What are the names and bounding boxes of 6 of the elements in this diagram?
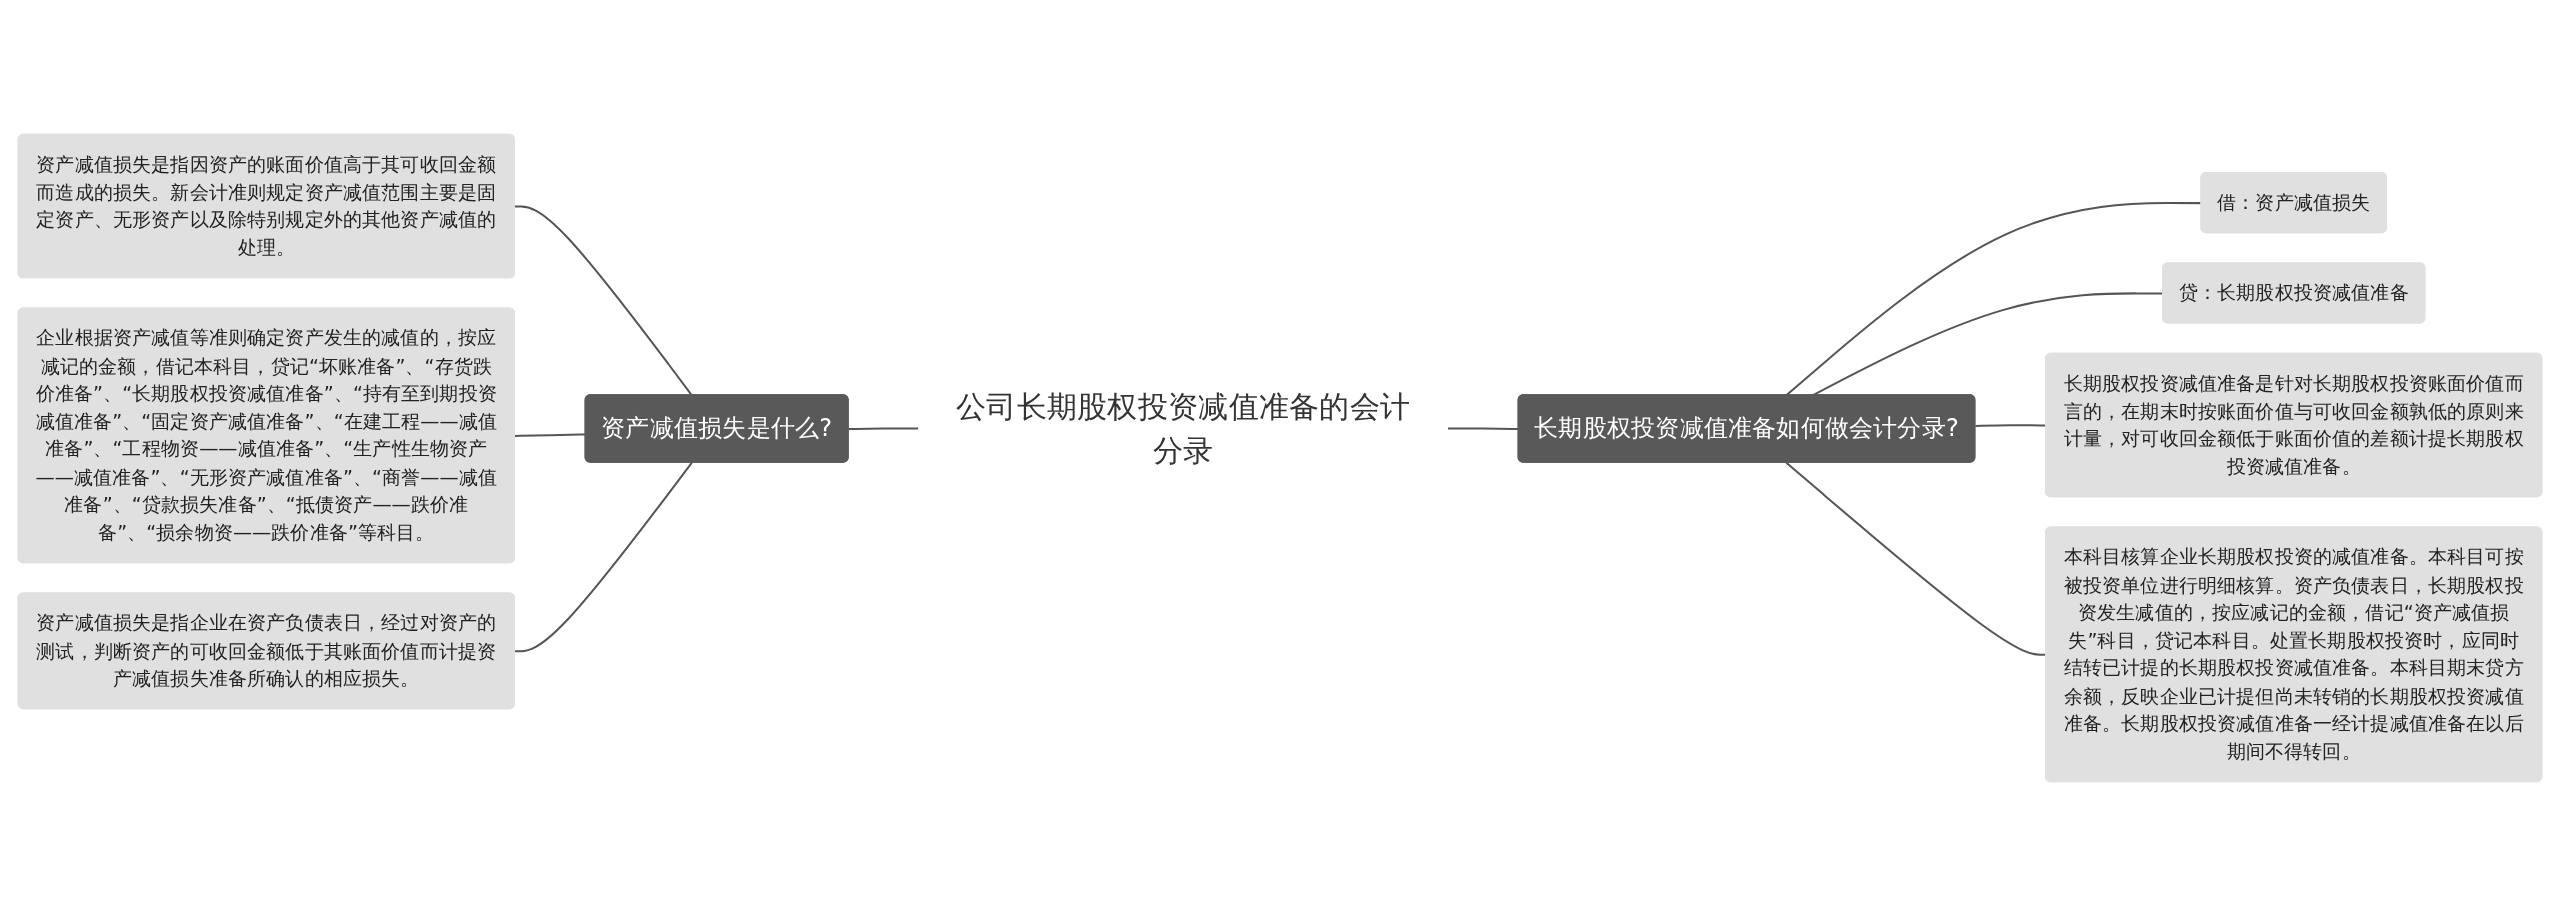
connector	[514, 205, 693, 396]
connector	[514, 462, 693, 653]
node-text: 公司长期股权投资减值准备的会计分录	[956, 388, 1411, 468]
connector	[514, 433, 586, 437]
connector	[1447, 427, 1519, 430]
connector	[848, 427, 919, 430]
